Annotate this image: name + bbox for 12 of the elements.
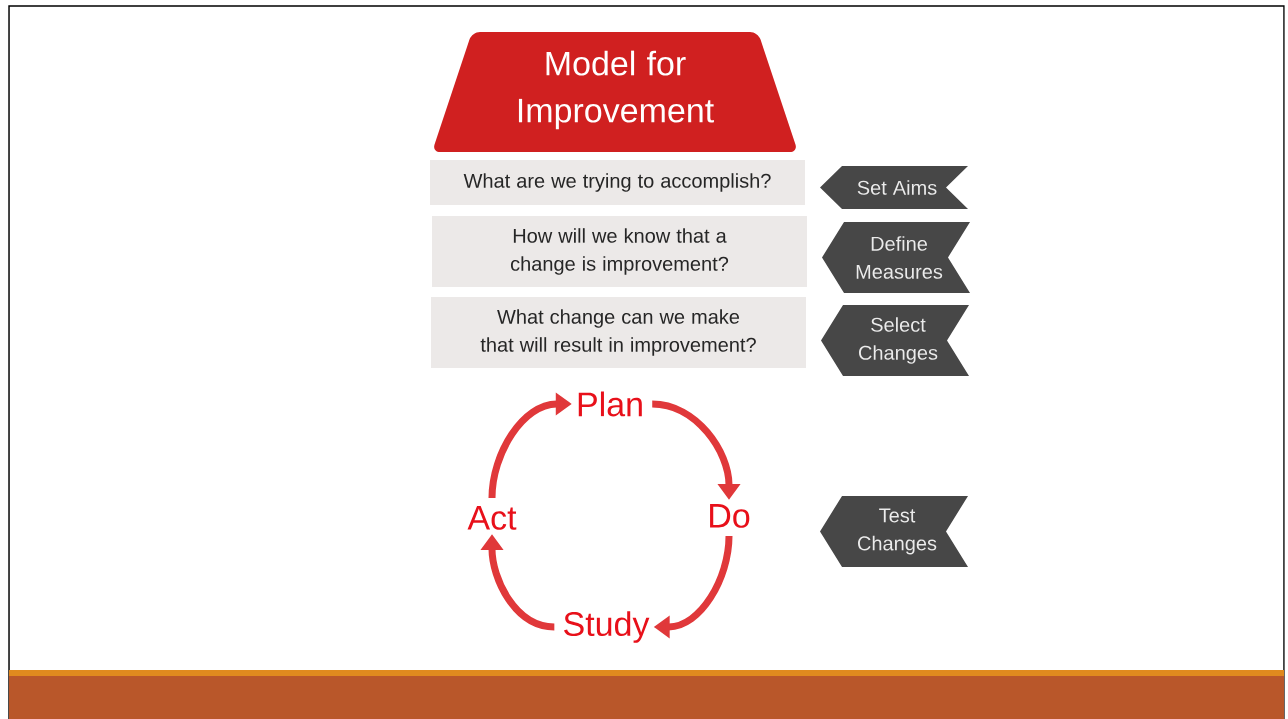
title-trapezoid: Model for Improvement [434, 32, 796, 152]
chevron-label: Select Changes [821, 305, 969, 376]
cycle-step-label: Do [710, 504, 750, 528]
question-box: What change can we make that will result in improvement? [431, 297, 806, 368]
question-box: How will we know that a change is improvement? [432, 216, 807, 287]
question-box: What are we trying to accomplish? [430, 160, 805, 205]
chevron-label: Define Measures [822, 222, 970, 293]
chevron-label: Test Changes [820, 496, 968, 567]
chevron-label: Set Aims [820, 166, 968, 209]
cycle-step-label: Study [564, 611, 650, 643]
cycle-step-label: Plan [578, 391, 642, 417]
cycle-step-label: Act [467, 506, 517, 530]
